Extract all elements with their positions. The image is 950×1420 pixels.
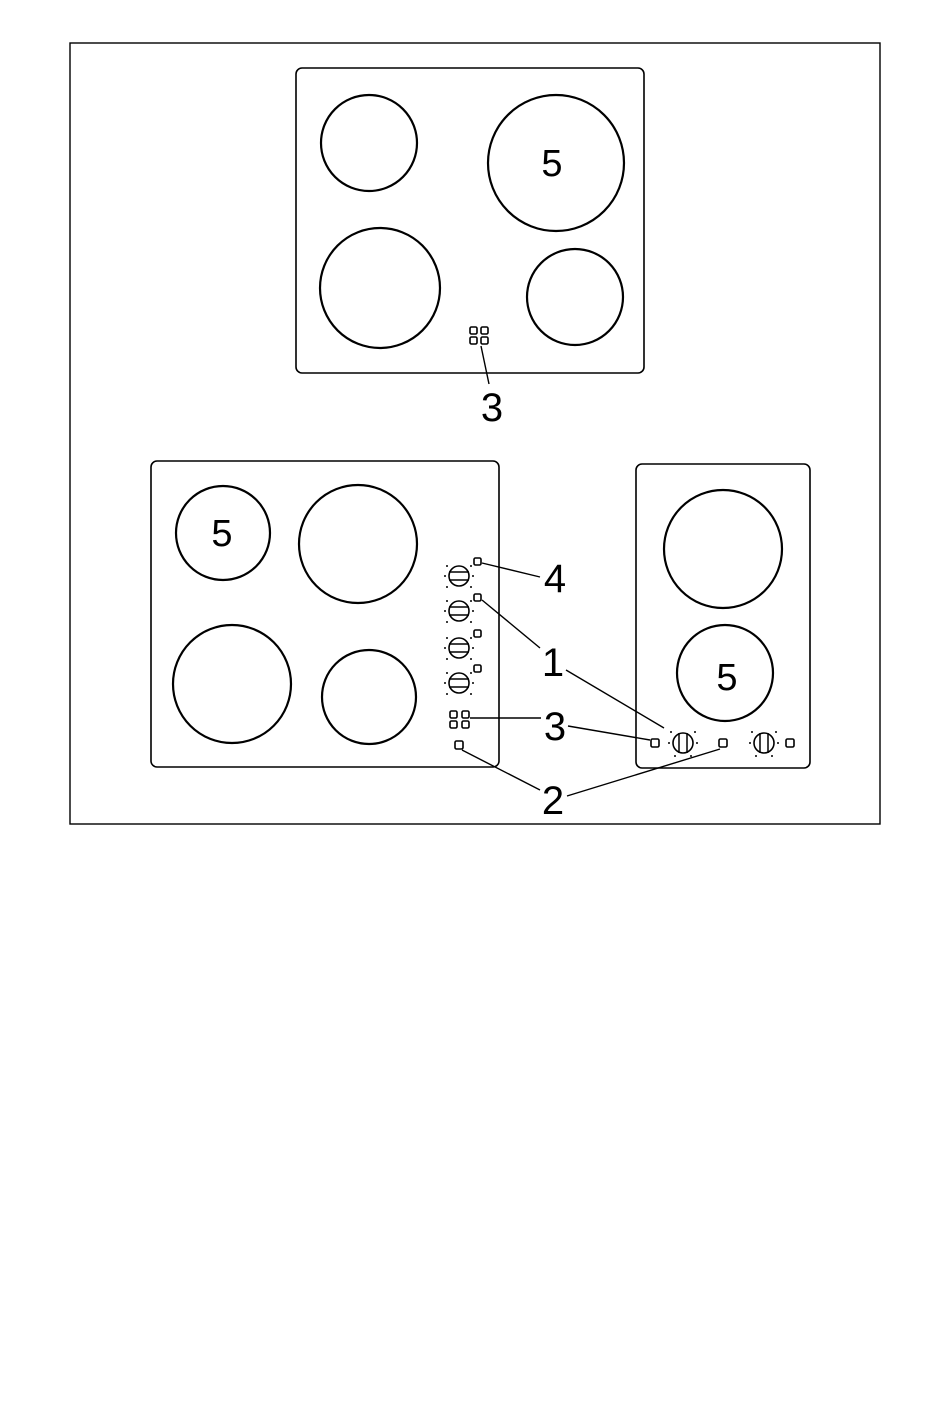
control-knob [754, 733, 774, 753]
callout-label: 4 [544, 557, 566, 601]
bottom-right-hob: 5 [636, 464, 810, 768]
indicator-lamp [474, 665, 481, 672]
callout-label: 1 [542, 641, 564, 685]
indicator-lamp [786, 739, 794, 747]
hob-outline [636, 464, 810, 768]
zone-label: 5 [211, 513, 232, 555]
control-knob [449, 566, 469, 586]
indicator-lamp [651, 739, 659, 747]
callout-label: 2 [542, 779, 564, 823]
indicator-lamp [719, 739, 727, 747]
bottom-left-hob: 5 [151, 461, 499, 767]
hob-outline [151, 461, 499, 767]
callout-label: 3 [481, 386, 503, 430]
top-hob: 5 3 [296, 68, 644, 430]
indicator-lamp [474, 558, 481, 565]
indicator-lamp [474, 594, 481, 601]
callout-label: 3 [544, 705, 566, 749]
zone-label: 5 [541, 143, 562, 185]
control-knob [449, 601, 469, 621]
leader-line [462, 750, 540, 790]
indicator-lamp [474, 630, 481, 637]
control-knob [449, 638, 469, 658]
zone-label: 5 [716, 657, 737, 699]
control-knob [673, 733, 693, 753]
control-knob [449, 673, 469, 693]
indicator-lamp [455, 741, 463, 749]
